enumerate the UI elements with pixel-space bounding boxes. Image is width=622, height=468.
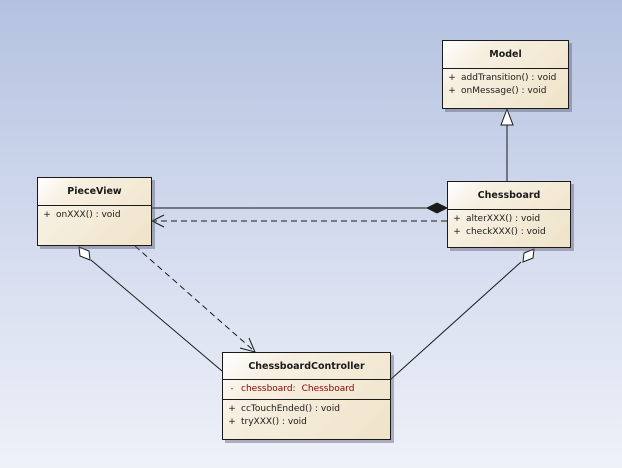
class-model-title: Model [443,41,568,69]
class-chessboardcontroller[interactable]: ChessboardController - chessboard: Chessb… [222,352,391,440]
aggregation-diamond-chessboard [522,248,535,263]
class-model[interactable]: Model + addTransition() : void + onMessa… [442,40,569,109]
operation-signature: onMessage() : void [461,86,547,96]
visibility-marker: + [228,417,236,427]
operation-row: + onXXX() : void [38,209,151,222]
class-model-operations: + addTransition() : void + onMessage() :… [443,69,568,101]
operation-signature: ccTouchEnded() : void [241,404,340,414]
operation-signature: onXXX() : void [56,210,121,220]
aggregation-line-chessboard [389,261,522,381]
operation-row: + onMessage() : void [443,85,568,98]
operation-row: + checkXXX() : void [448,226,570,239]
operation-signature: addTransition() : void [461,73,557,83]
attribute-type: Chessboard [301,384,355,394]
class-pieceview-title: PieceView [38,178,151,206]
operation-signature: alterXXX() : void [466,214,541,224]
composition-diamond [425,202,449,214]
visibility-marker: + [453,214,461,224]
dependency-line-pieceview-controller [134,245,254,351]
class-chessboardcontroller-title: ChessboardController [223,353,390,380]
operation-signature: checkXXX() : void [466,227,546,237]
attribute-name: chessboard: [241,384,296,394]
operation-row: + alterXXX() : void [448,213,570,226]
attribute-row: - chessboard: Chessboard [223,383,390,396]
visibility-marker: + [448,86,456,96]
visibility-marker: + [43,210,51,220]
visibility-marker: - [230,384,234,394]
class-pieceview-operations: + onXXX() : void [38,206,151,225]
class-pieceview[interactable]: PieceView + onXXX() : void [37,177,152,246]
visibility-marker: + [228,404,236,414]
class-chessboardcontroller-attributes: - chessboard: Chessboard [223,380,390,400]
operation-row: + ccTouchEnded() : void [223,403,390,416]
class-chessboard-title: Chessboard [448,182,570,210]
class-chessboardcontroller-operations: + ccTouchEnded() : void + tryXXX() : voi… [223,400,390,432]
visibility-marker: + [448,73,456,83]
dependency-arrowhead-pieceview [150,214,165,228]
visibility-marker: + [453,227,461,237]
operation-signature: tryXXX() : void [241,417,307,427]
aggregation-line-pieceview [90,259,223,372]
operation-row: + addTransition() : void [443,72,568,85]
operation-row: + tryXXX() : void [223,416,390,429]
class-chessboard-operations: + alterXXX() : void + checkXXX() : void [448,210,570,242]
generalization-arrowhead [500,107,514,126]
class-chessboard[interactable]: Chessboard + alterXXX() : void + checkXX… [447,181,571,248]
aggregation-diamond-pieceview [78,246,91,261]
